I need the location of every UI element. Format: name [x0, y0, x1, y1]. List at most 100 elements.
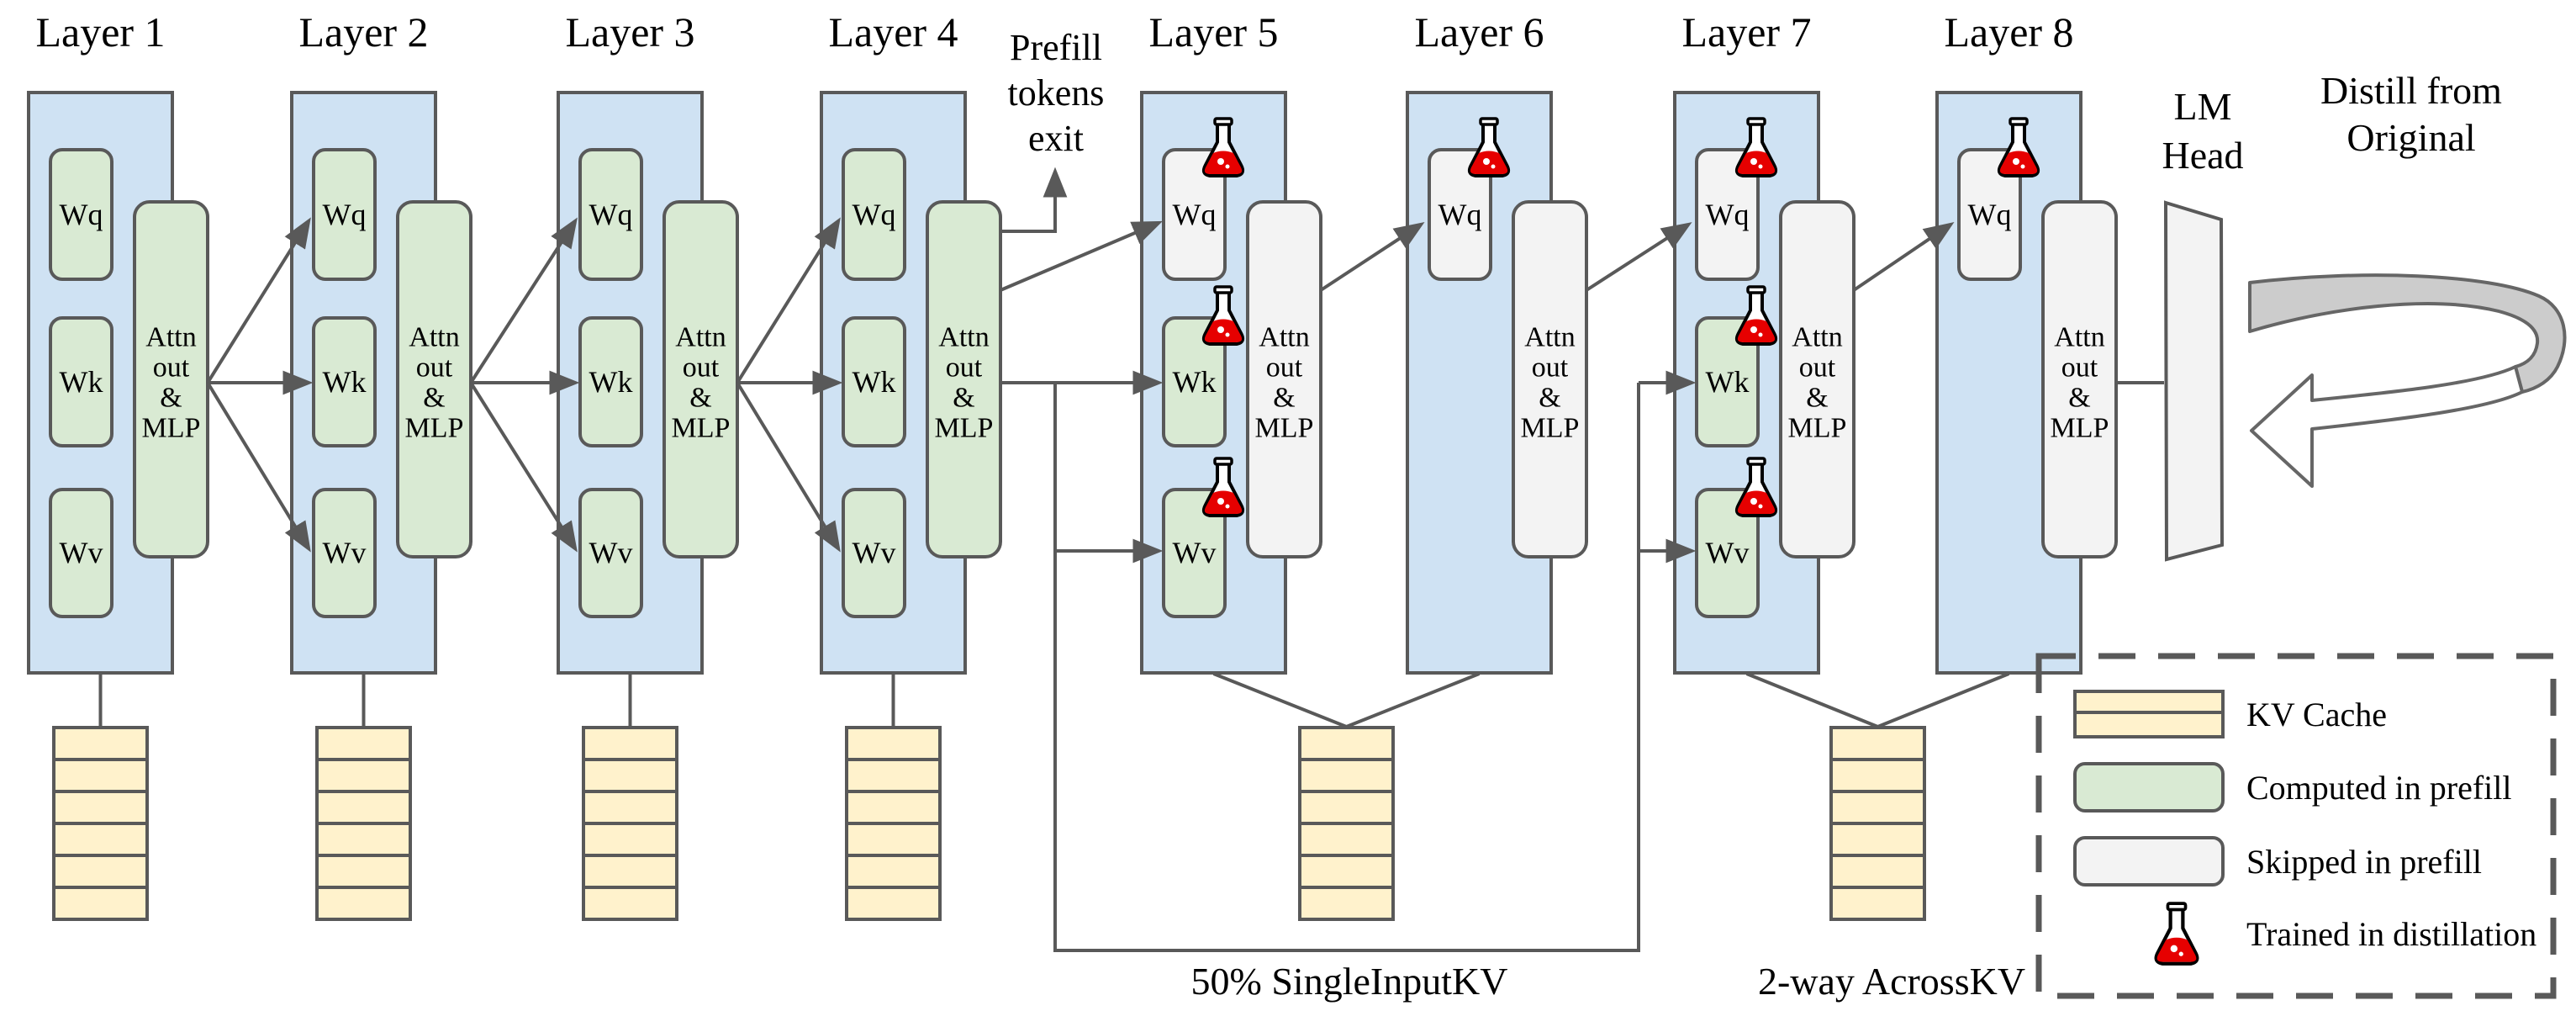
arrow-layer3-to-wv [736, 381, 841, 553]
prefill-exit-arrow [1000, 167, 1068, 233]
layer-5-wv-box [1162, 488, 1227, 618]
layer-4-wv-box [842, 488, 906, 618]
layer-8-wq-box [1957, 148, 2022, 281]
layer-7-attn-label: MLP [1788, 413, 1847, 444]
layer-7-wq-label: Wq [1706, 198, 1750, 231]
layer-5-attn-label: out [1266, 352, 1303, 384]
flask-bubble [1225, 332, 1230, 337]
layer-6-attn-label: MLP [1521, 413, 1580, 444]
layer-7-wk-flask-icon [1734, 285, 1778, 346]
layer-8-title: Layer 8 [1944, 8, 2073, 56]
prefill-exit-line2: tokens [1007, 72, 1105, 114]
layer-5-wq-flask-icon [1201, 117, 1245, 177]
layer-5-wv-flask-icon [1201, 457, 1245, 517]
arrow-layer5-to-wq6 [1319, 222, 1425, 292]
kv-connector-5 [1212, 672, 1348, 728]
kv-cell [315, 758, 412, 793]
layer-1-wq-box [49, 148, 113, 281]
kv-cell [52, 758, 149, 793]
flask-bubble [1750, 158, 1757, 165]
layer-2-title: Layer 2 [298, 8, 428, 56]
layer-4-wq-label: Wq [853, 198, 896, 231]
kv-cell [582, 726, 678, 761]
kv-cell [52, 886, 149, 921]
layer-5-attn-label: & [1273, 383, 1295, 414]
kv-cell [1298, 726, 1395, 761]
arrow-layer3-to-wq [736, 217, 841, 384]
layer-7-attn-label: & [1806, 383, 1828, 414]
layer-6-wq-flask-icon [1467, 117, 1511, 177]
legend-box [2035, 653, 2557, 999]
kv-cell [1829, 758, 1926, 793]
layer-5-title: Layer 5 [1148, 8, 1278, 56]
single-input-kv-path [1053, 383, 1640, 952]
layer-8-attn-label: Attn [2054, 322, 2104, 353]
kv-stack-1 [52, 726, 149, 921]
layer-2-attn-label: out [416, 352, 453, 384]
kv-stack-4 [845, 726, 942, 921]
kv-cell [1298, 854, 1395, 889]
flask-lip [1213, 457, 1233, 466]
layer-4-attn-label: MLP [935, 413, 994, 444]
kv-cell [845, 790, 942, 825]
flask-bubble [1758, 504, 1763, 509]
skipped-swatch [2073, 836, 2225, 887]
layer-6-attn-label: out [1532, 352, 1569, 384]
kv-stack-2 [315, 726, 412, 921]
layer-8-attn-label: MLP [2051, 413, 2109, 444]
layer-8-wq-label: Wq [1968, 198, 2012, 231]
legend-label-computed: Computed in prefill [2246, 768, 2512, 807]
layer-2-wk-label: Wk [323, 365, 367, 399]
layer-1-attn-label: out [153, 352, 190, 384]
layer-7-attn-label: out [1799, 352, 1836, 384]
layer-4-attn-label: Attn [938, 322, 989, 353]
layer-1-attn-label: & [160, 383, 182, 414]
kv-cell [1829, 726, 1926, 761]
kv-cell [582, 854, 678, 889]
legend-item-kv-cache: KV Cache [2073, 690, 2387, 738]
layer-4-attn-box [926, 200, 1002, 558]
kv-cell [845, 886, 942, 921]
layer-1-wk-box [49, 316, 113, 447]
layer-7-wk-box [1695, 316, 1760, 447]
layer-3-attn-label: Attn [675, 322, 726, 353]
arrow-layer2-to-wv [469, 381, 578, 553]
layer-7-attn-box [1779, 200, 1855, 558]
kv-cache-swatch [2073, 690, 2225, 738]
layer-4-attn-label: & [953, 383, 974, 414]
flask-bubble [1750, 326, 1757, 333]
kv-cell [1298, 886, 1395, 921]
legend-label-flask: Trained in distillation [2246, 914, 2537, 953]
arrow-layer1-to-wq [206, 217, 311, 384]
flask-lip [1746, 457, 1766, 466]
flask-lip [1213, 117, 1233, 126]
kv-cell [315, 822, 412, 857]
arrow-layer2-to-wq [469, 217, 578, 384]
flask-bubble [1217, 158, 1224, 165]
kv-cell [582, 822, 678, 857]
kv-cell [315, 854, 412, 889]
kv-stack-3 [582, 726, 678, 921]
layer-3-wk-box [578, 316, 643, 447]
kv-cell [582, 790, 678, 825]
kv-cell [315, 726, 412, 761]
flask-bubble [2020, 164, 2025, 169]
flask-bubble [1225, 164, 1230, 169]
layer-7-wv-flask-icon [1734, 457, 1778, 517]
layer-3-wk-label: Wk [589, 365, 633, 399]
layer-7-attn-label: Attn [1792, 322, 1842, 353]
kv-cell [845, 854, 942, 889]
kv-stack-7-8 [1829, 726, 1926, 921]
layer-4-wk-box [842, 316, 906, 447]
layer-2-attn-label: MLP [405, 413, 464, 444]
layer-5-wv-label: Wv [1173, 536, 1217, 569]
kv-connector-6 [1345, 672, 1481, 728]
layer-1-attn-label: MLP [142, 413, 201, 444]
layer-1-wq-label: Wq [60, 198, 103, 231]
